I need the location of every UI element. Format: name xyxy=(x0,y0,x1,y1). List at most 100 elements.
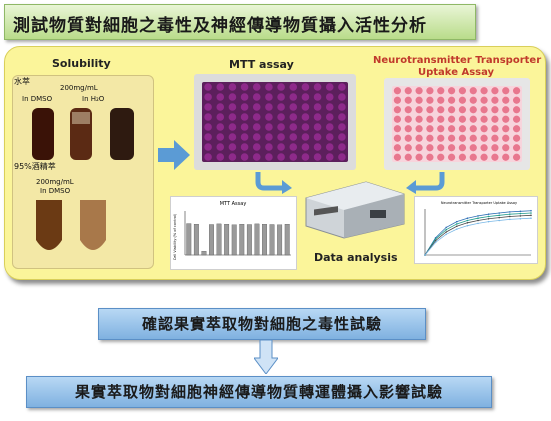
mtt-well xyxy=(252,83,261,91)
mtt-well xyxy=(301,133,310,141)
uptake-well xyxy=(458,106,467,114)
uptake-well xyxy=(415,115,423,123)
uptake-well xyxy=(512,134,521,142)
conc-top-label: 200mg/mL xyxy=(60,84,98,92)
uptake-point xyxy=(509,211,511,213)
uptake-well xyxy=(491,153,499,161)
mtt-well xyxy=(325,103,334,111)
mtt-bar-chart: MTT Assay Cell Viability (% of control) xyxy=(173,201,291,260)
uptake-well xyxy=(469,87,477,95)
uptake-well xyxy=(491,125,499,133)
in-dmso-bottom-label: In DMSO xyxy=(40,187,71,195)
mtt-well xyxy=(301,103,310,111)
mtt-well xyxy=(228,143,237,151)
uptake-well xyxy=(447,87,456,95)
uptake-point xyxy=(509,213,511,215)
mtt-well xyxy=(265,143,273,151)
mtt-well xyxy=(228,153,237,161)
uptake-well xyxy=(393,125,402,133)
mtt-well xyxy=(252,93,261,101)
mtt-well xyxy=(228,133,237,141)
uptake-well xyxy=(393,144,402,152)
tube-third xyxy=(110,108,134,160)
mtt-bar xyxy=(224,224,230,256)
mtt-well xyxy=(252,153,261,161)
uptake-well xyxy=(447,125,456,133)
uptake-well xyxy=(469,125,477,133)
mtt-well xyxy=(265,113,273,121)
mtt-well xyxy=(313,123,322,131)
water-extract-tubes xyxy=(32,108,134,160)
uptake-well xyxy=(502,115,510,123)
uptake-point xyxy=(456,228,458,230)
mtt-well xyxy=(277,133,285,141)
uptake-point xyxy=(434,239,437,242)
uptake-point xyxy=(487,213,490,215)
uptake-well xyxy=(512,125,521,133)
uptake-point xyxy=(498,212,500,214)
mtt-well xyxy=(240,153,249,161)
uptake-well xyxy=(458,87,467,95)
step1-text: 確認果實萃取物對細胞之毒性試驗 xyxy=(141,315,382,333)
uptake-point xyxy=(466,222,469,224)
mtt-well xyxy=(325,143,334,151)
mtt-bar xyxy=(201,251,207,256)
uptake-well xyxy=(502,87,510,95)
uptake-point xyxy=(477,219,479,222)
mtt-well xyxy=(301,93,310,101)
mtt-well xyxy=(313,93,322,101)
uptake-point xyxy=(487,215,490,218)
mtt-well xyxy=(289,113,298,121)
mtt-well xyxy=(289,93,298,101)
uptake-well xyxy=(469,144,477,152)
uptake-well xyxy=(404,115,412,123)
mtt-well xyxy=(265,83,273,91)
uptake-well xyxy=(404,106,412,114)
mtt-bar xyxy=(193,224,199,256)
mtt-well xyxy=(289,133,298,141)
mtt-bar xyxy=(277,224,283,256)
title-bar: 測試物質對細胞之毒性及神經傳導物質攝入活性分析 xyxy=(4,4,476,40)
uptake-well xyxy=(491,144,499,152)
uptake-well xyxy=(437,144,445,152)
mtt-well xyxy=(289,123,298,131)
mtt-well xyxy=(216,103,225,111)
mtt-chart-ylabel: Cell Viability (% of control) xyxy=(173,213,177,260)
uptake-well xyxy=(404,153,412,161)
mtt-well xyxy=(289,83,298,91)
uptake-heading-line1: Neurotransmitter Transporter xyxy=(373,55,542,66)
mtt-well xyxy=(228,113,237,121)
uptake-well xyxy=(502,96,510,104)
uptake-well xyxy=(393,96,402,104)
arrow-down-icon xyxy=(254,340,278,374)
uptake-well xyxy=(426,96,434,104)
uptake-well xyxy=(404,134,412,142)
mtt-well xyxy=(277,143,285,151)
arrow-down-left-icon xyxy=(255,172,292,194)
arrow-right-icon xyxy=(158,140,190,170)
uptake-well xyxy=(447,153,456,161)
uptake-well xyxy=(437,115,445,123)
uptake-well xyxy=(458,115,467,123)
mtt-well xyxy=(277,153,285,161)
mtt-well xyxy=(228,103,237,111)
mtt-well xyxy=(325,123,334,131)
uptake-well xyxy=(512,96,521,104)
uptake-well xyxy=(404,87,412,95)
mtt-well xyxy=(252,113,261,121)
mtt-well xyxy=(338,103,346,111)
uptake-point xyxy=(466,224,469,227)
solubility-heading: Solubility xyxy=(52,57,111,70)
mtt-bar xyxy=(284,224,290,256)
mtt-well xyxy=(277,113,285,121)
mtt-well xyxy=(301,113,310,121)
uptake-well xyxy=(426,144,434,152)
mtt-well xyxy=(228,83,237,91)
mtt-plate xyxy=(194,74,356,170)
mtt-well xyxy=(338,113,346,121)
uptake-well xyxy=(491,87,499,95)
uptake-point xyxy=(498,214,500,217)
uptake-well xyxy=(469,115,477,123)
mtt-bar xyxy=(209,224,214,256)
uptake-well xyxy=(426,106,434,114)
